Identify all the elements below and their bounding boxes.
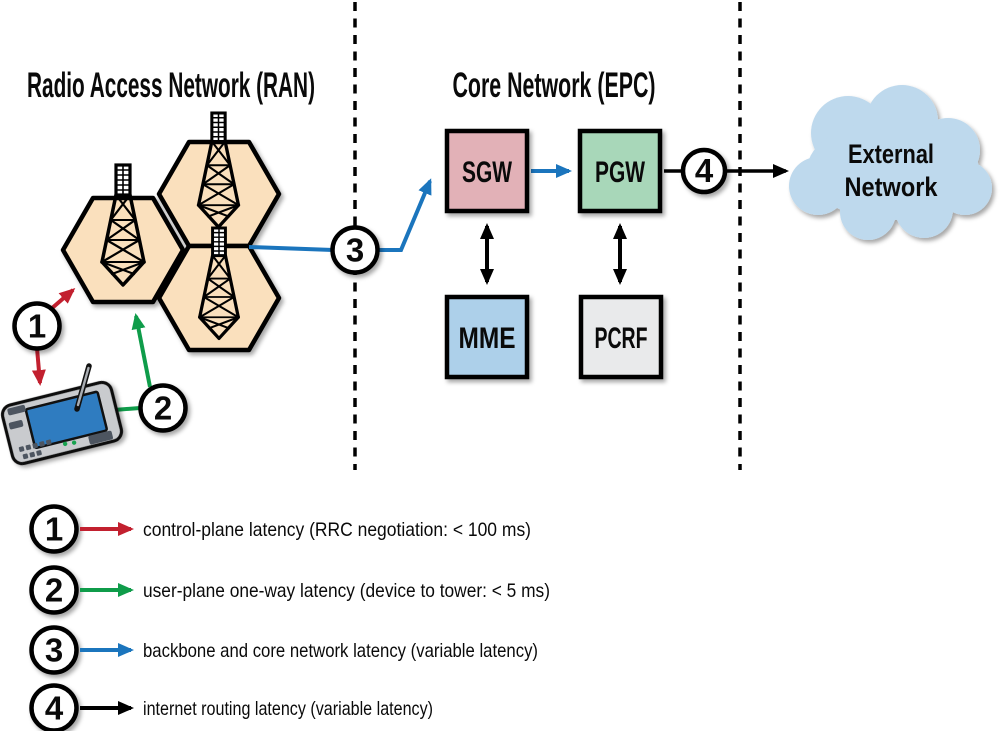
marker-2-number: 2 [154,390,172,427]
control-plane-arrow-to-cell [49,288,76,311]
sgw-label: SGW [462,156,512,189]
marker-3-number: 3 [346,232,364,269]
legend-1-label: control-plane latency (RRC negotiation: … [143,519,531,541]
external-network-label-line2: Network [845,172,939,202]
marker-1-number: 1 [28,308,46,345]
mme-label: MME [459,322,516,355]
legend-4-number: 4 [45,690,64,727]
legend-2-number: 2 [45,572,63,609]
stylus-icon [74,363,92,412]
pcrf-label: PCRF [595,322,648,355]
user-plane-arrow-to-cell [131,313,152,388]
marker-1-circle [12,301,62,351]
device-buttons [7,404,113,460]
legend-item-internet-routing: 4 internet routing latency (variable lat… [29,683,433,733]
legend-1-circle [29,504,79,554]
mobile-device [0,363,124,466]
legend-2-circle [29,565,79,615]
backbone-arrows [248,164,572,252]
pcrf-box [578,294,664,380]
hex-cell-bottom-right [156,243,282,353]
legend-3-label: backbone and core network latency (varia… [143,640,538,662]
ran-title: Radio Access Network (RAN) [27,66,315,105]
backbone-arrow-to-sgw [377,178,432,252]
control-plane-arrows [31,288,76,386]
legend-item-user-plane: 2 user-plane one-way latency (device to … [29,565,550,615]
pgw-label: PGW [595,156,645,189]
sgw-box [444,128,530,214]
backbone-line-cells-to-marker3 [248,245,334,252]
external-network-cloud [789,85,992,240]
legend-3-circle [29,625,79,675]
marker-4-number: 4 [695,152,714,189]
mme-box [444,294,530,380]
marker-3-circle [330,225,380,275]
external-network-label-line1: External [848,139,934,169]
marker-2-circle [138,383,188,433]
pgw-box [577,128,663,214]
user-plane-line-device-to-marker2 [113,406,141,412]
user-plane-arrows [113,313,152,412]
marker-4-circle [680,147,728,195]
legend-item-control-plane: 1 control-plane latency (RRC negotiation… [29,504,531,554]
device-screen [24,390,108,450]
legend-1-number: 1 [45,511,63,548]
device-led-dots [62,440,77,447]
legend-item-backbone: 3 backbone and core network latency (var… [29,625,538,675]
control-plane-arrow-to-device [31,347,46,386]
legend-2-label: user-plane one-way latency (device to to… [143,580,550,602]
legend: 1 control-plane latency (RRC negotiation… [29,504,550,733]
legend-4-label: internet routing latency (variable laten… [143,698,433,720]
legend-3-number: 3 [45,632,63,669]
epc-title: Core Network (EPC) [453,66,656,105]
diagram-markers: 1 2 3 4 [12,147,728,433]
cloud-body [807,120,979,220]
